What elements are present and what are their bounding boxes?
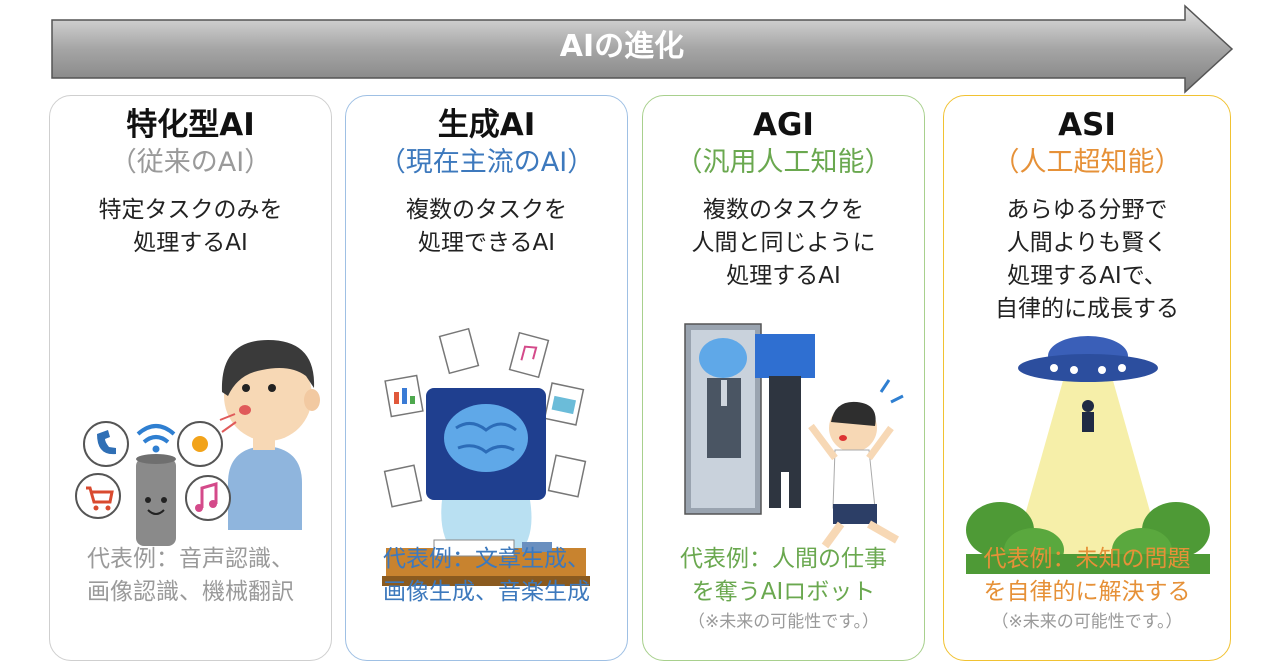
card-subtitle: （現在主流のAI） (378, 147, 595, 178)
card-description: 複数のタスクを人間と同じように処理するAI (691, 197, 876, 289)
evolution-arrow (51, 4, 1234, 94)
card-description: あらゆる分野で人間よりも賢く処理するAIで、自律的に成長する (995, 197, 1179, 322)
card-generative-ai: 生成AI （現在主流のAI） 複数のタスクを処理できるAI 代表例：文章生成、画… (345, 95, 628, 661)
card-title: AGI (753, 107, 814, 143)
card-subtitle: （従来のAI） (109, 147, 272, 178)
brain-at-desk-illustration (382, 327, 590, 586)
card-description: 複数のタスクを処理できるAI (406, 197, 567, 256)
card-example: 代表例：人間の仕事を奪うAIロボット （※未来の可能性です。） (643, 543, 924, 635)
card-note: （※未来の可能性です。） (687, 612, 880, 632)
card-title: 生成AI (437, 107, 536, 143)
card-title: ASI (1058, 107, 1116, 143)
card-note: （※未来の可能性です。） (991, 612, 1183, 632)
card-example: 代表例：文章生成、画像生成、音楽生成 (383, 546, 590, 605)
ufo-beam-illustration (966, 336, 1210, 574)
card-title: 特化型AI (126, 107, 255, 143)
card-example: 代表例：音声認識、画像認識、機械翻訳 (87, 546, 294, 605)
card-description: 特定タスクのみを処理するAI (98, 197, 283, 256)
arrow-title: AIの進化 (559, 29, 685, 64)
card-example: 代表例：未知の問題を自律的に解決する （※未来の可能性です。） (944, 543, 1230, 635)
smart-speaker-person-illustration (75, 340, 320, 546)
card-narrow-ai: 特化型AI （従来のAI） 特定タスクのみを処理するAI (49, 95, 332, 661)
card-asi: ASI （人工超知能） あらゆる分野で人間よりも賢く処理するAIで、自律的に成長… (943, 95, 1231, 661)
card-agi: AGI （汎用人工知能） 複数のタスクを人間と同じように処理するAI 代表例：人… (642, 95, 925, 661)
card-subtitle: （人工超知能） (992, 147, 1182, 178)
robot-chasing-worker-illustration (684, 323, 904, 549)
card-subtitle: （汎用人工知能） (675, 147, 892, 178)
